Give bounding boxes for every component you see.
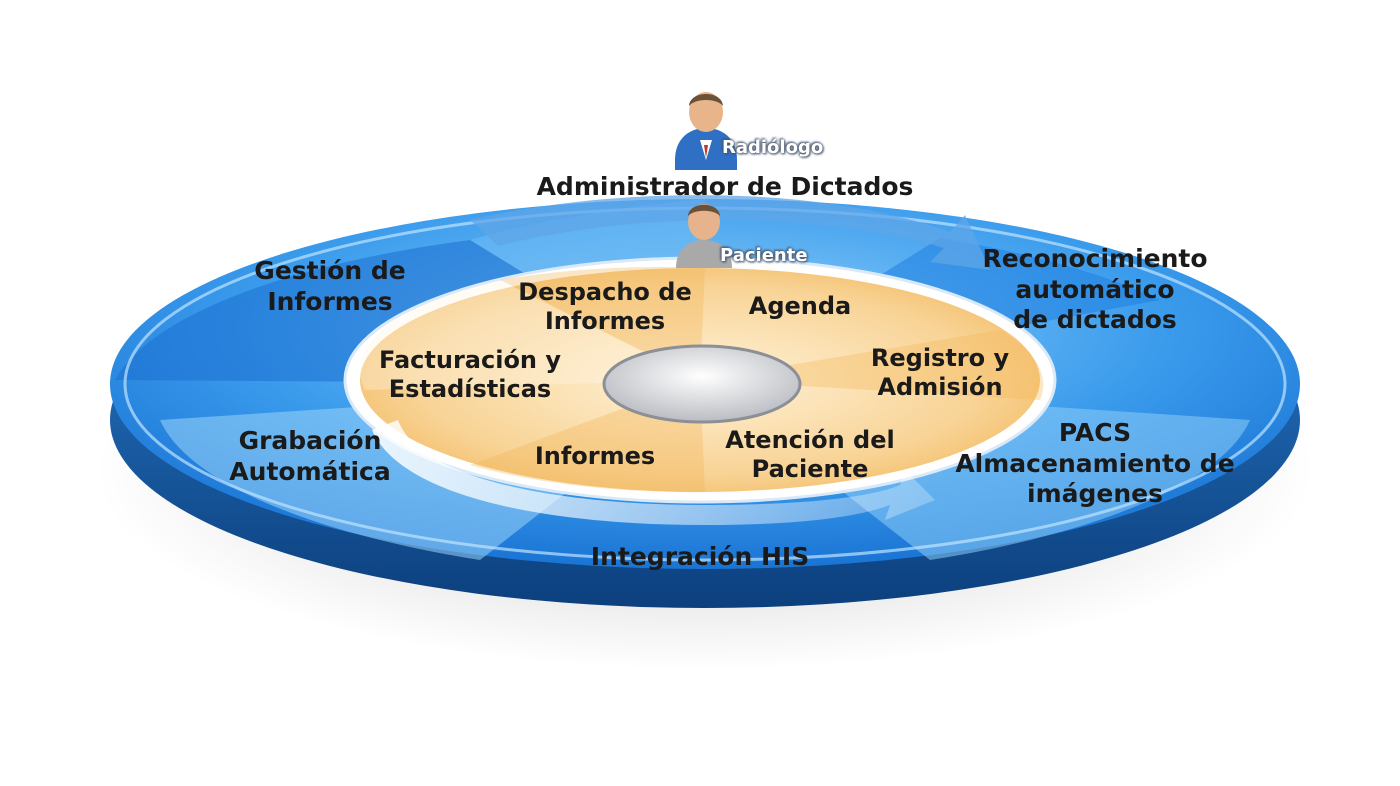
center-hole [604,346,800,422]
label-pacs: PACS Almacenamiento de imágenes [955,418,1235,508]
label-registro-admision: Registro y Admisión [870,344,1010,402]
inner-flow-arrow [372,420,935,525]
label-facturacion-estadisticas: Facturación y Estadísticas [378,346,562,404]
label-integracion-his: Integración HIS [590,542,810,571]
label-grabacion-automatica: Grabación Automática [229,426,391,486]
label-agenda: Agenda [748,292,852,320]
label-informes: Informes [534,442,656,470]
label-reconocimiento-dictados: Reconocimiento automático de dictados [982,244,1208,334]
label-despacho-informes: Despacho de Informes [518,278,692,336]
label-gestion-informes: Gestión de Informes [254,256,406,316]
outer-flow-arrow [470,195,990,270]
tag-paciente: Paciente [720,245,808,266]
radiologist-figure [675,92,737,170]
tag-radiologo: Radiólogo [722,137,824,158]
patient-figure [676,204,732,268]
label-administrador-dictados: Administrador de Dictados [536,172,914,201]
label-atencion-paciente: Atención del Paciente [725,426,895,484]
